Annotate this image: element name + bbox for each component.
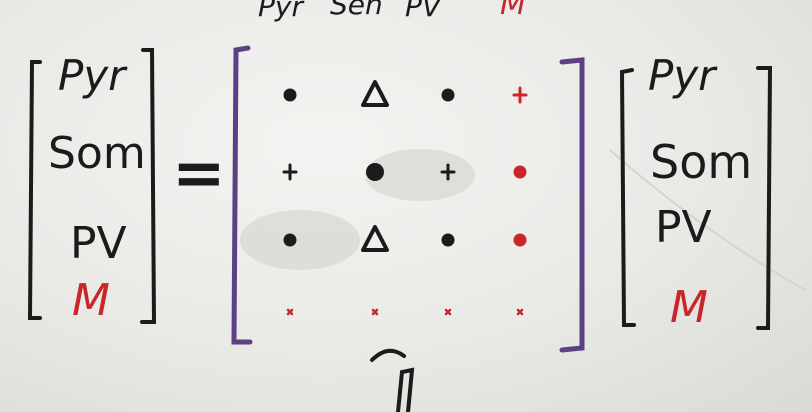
matrix-cell-triangle-mark [361,80,389,107]
matrix [231,45,585,353]
matrix-cell-dot-mark [283,233,297,247]
left-vector-entry: Pyr [58,51,128,100]
matrix-close-bracket [559,57,585,353]
matrix-cell-triangle-mark [361,225,389,252]
right-vector-entry: Pyr [648,51,718,100]
right-vector: Pyr Som PV M [619,51,773,333]
matrix-cell-small-mark [286,308,294,316]
top-label-pv: PV [405,0,443,23]
matrix-cell-plus-mark [512,86,528,104]
matrix-cell-plus-mark [440,163,456,181]
right-vector-open-bracket [619,68,636,327]
right-vector-entry: Som [650,135,752,189]
board-smudge [240,210,360,270]
left-vector-close-bracket [140,48,157,324]
left-vector-entry: PV [70,218,127,269]
top-partial-text: Pyr Sen PV M [258,0,526,23]
top-label-pyr: Pyr [258,0,304,23]
left-vector: Pyr Som PV M [27,48,157,326]
board-smudge [365,149,475,201]
matrix-cells [282,80,528,316]
right-vector-entry: M [670,282,708,333]
matrix-cell-dot-mark [513,233,527,247]
board-scratch [609,149,806,291]
matrix-open-bracket [231,45,253,345]
right-vector-entry: PV [655,202,712,253]
equals-sign: = [172,137,226,211]
matrix-cell-dot-mark [441,88,455,102]
up-arrow-icon [370,348,415,412]
left-vector-entry: M [72,275,110,326]
left-vector-entry: Som [48,128,146,179]
matrix-cell-small-mark [371,308,379,316]
matrix-cell-dot-mark [366,163,384,181]
matrix-cell-dot-mark [283,88,297,102]
top-label-m: M [500,0,526,22]
top-label-sen: Sen [330,0,383,21]
matrix-cell-small-mark [444,308,452,316]
matrix-cell-plus-mark [282,163,298,181]
left-vector-open-bracket [27,60,42,320]
matrix-cell-small-mark [516,308,524,316]
right-vector-close-bracket [756,66,773,330]
matrix-cell-dot-mark [513,165,527,179]
matrix-cell-dot-mark [441,233,455,247]
